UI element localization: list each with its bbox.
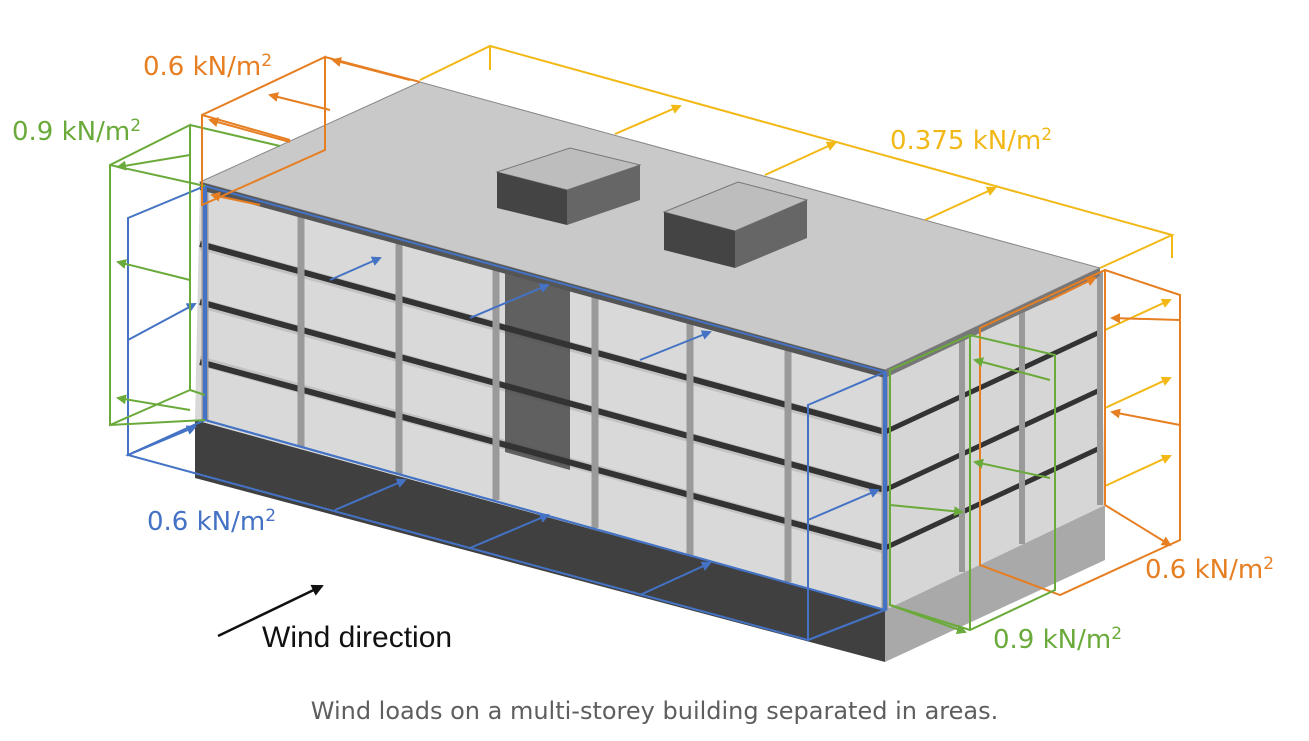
- figure-caption: Wind loads on a multi-storey building se…: [310, 697, 999, 725]
- label-top-left-orange: 0.6 kN/m2: [143, 51, 273, 82]
- label-front-blue: 0.6 kN/m2: [147, 506, 277, 537]
- label-right-orange: 0.6 kN/m2: [1145, 554, 1275, 585]
- left-orange-zone: [201, 55, 421, 207]
- roof-box-2: [662, 181, 809, 268]
- stair-core: [505, 230, 570, 470]
- label-right-green: 0.9 kN/m2: [993, 624, 1123, 655]
- roof-box-1: [495, 147, 642, 225]
- building-wind-load-diagram: [109, 44, 1181, 662]
- wind-direction-label: Wind direction: [262, 621, 453, 654]
- front-load-zone: [125, 184, 889, 642]
- wind-direction-arrow: [217, 584, 324, 638]
- label-left-green: 0.9 kN/m2: [12, 116, 142, 147]
- label-roof-yellow: 0.375 kN/m2: [890, 125, 1053, 156]
- left-green-zone: [109, 123, 281, 427]
- side-columns: [959, 272, 1103, 572]
- foundation-front: [195, 420, 885, 662]
- roof-yellow-zone: [419, 44, 1175, 487]
- building: [195, 81, 1105, 662]
- right-orange-zone: [979, 268, 1181, 597]
- right-green-zone: [889, 333, 1056, 634]
